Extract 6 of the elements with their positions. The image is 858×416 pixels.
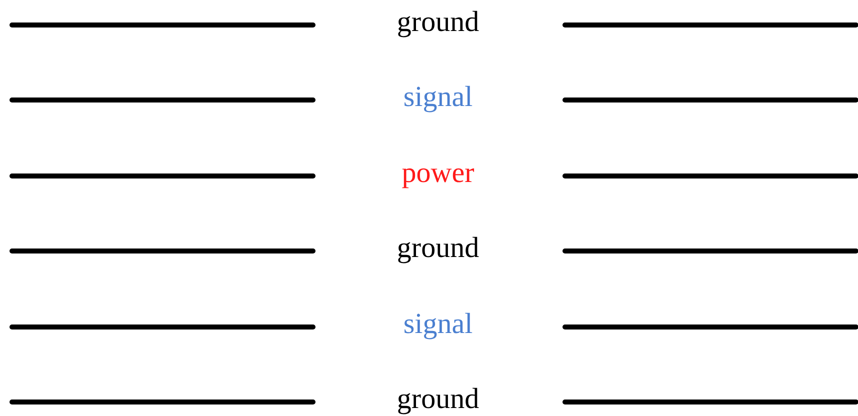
layer-label: ground xyxy=(396,5,480,39)
layer-label: power xyxy=(402,156,474,190)
layer-label: signal xyxy=(403,307,473,341)
layer-label: signal xyxy=(403,80,473,114)
layer-label: ground xyxy=(396,382,480,416)
layer-label: ground xyxy=(396,231,480,265)
